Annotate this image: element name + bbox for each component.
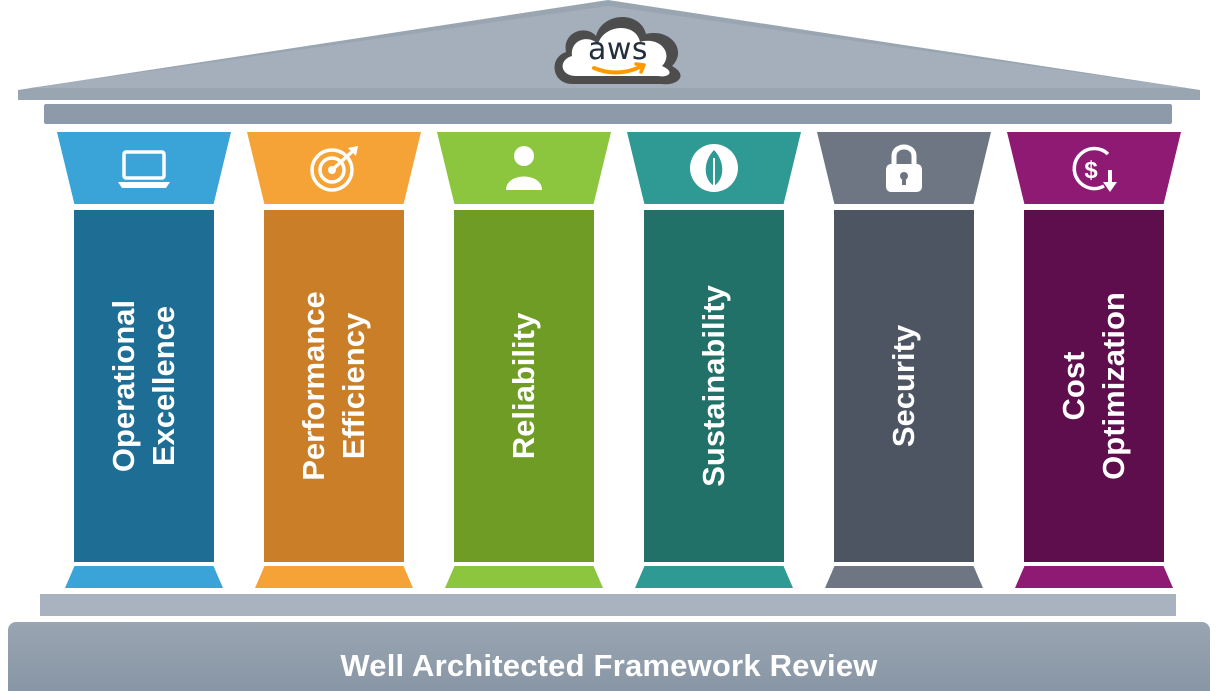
dollar-icon: $ bbox=[1064, 140, 1124, 196]
pillar-label-line: Excellence bbox=[146, 305, 182, 467]
foundation-step-lower: Well Architected Framework Review bbox=[8, 622, 1210, 691]
roof-beam bbox=[44, 104, 1172, 124]
pillar-capital bbox=[437, 132, 611, 204]
target-icon bbox=[304, 140, 364, 196]
pillar-capital bbox=[57, 132, 231, 204]
pillar-label-line: Sustainability bbox=[696, 285, 732, 487]
pillar-capital bbox=[627, 132, 801, 204]
pillar-base bbox=[255, 566, 413, 588]
pillar-security: Security bbox=[817, 0, 991, 600]
pillar-reliability: Reliability bbox=[437, 0, 611, 600]
framework-review-title: Well Architected Framework Review bbox=[340, 647, 878, 683]
pillar-base bbox=[635, 566, 793, 588]
pillar-capital: $ bbox=[1007, 132, 1181, 204]
pillar-shaft: Reliability bbox=[454, 210, 594, 562]
pillar-label-line: Operational bbox=[106, 299, 142, 473]
pillar-capital bbox=[247, 132, 421, 204]
pillar-label-line: Cost bbox=[1056, 351, 1091, 421]
pillar-label-line: Performance bbox=[296, 291, 331, 481]
pillar-label: Sustainability bbox=[694, 285, 734, 487]
pillar-capital bbox=[817, 132, 991, 204]
foundation-step-upper bbox=[40, 594, 1176, 616]
aws-logo-text: aws bbox=[587, 32, 649, 67]
pillar-label: Reliability bbox=[504, 313, 544, 459]
pillar-base bbox=[65, 566, 223, 588]
pillar-base bbox=[825, 566, 983, 588]
lock-icon bbox=[874, 140, 934, 196]
svg-text:$: $ bbox=[1084, 157, 1098, 184]
pillar-label-line: Security bbox=[886, 324, 921, 448]
laptop-icon bbox=[114, 140, 174, 196]
pillar-base bbox=[445, 566, 603, 588]
aws-logo: aws bbox=[544, 6, 692, 92]
pillar-label-line: Reliability bbox=[506, 312, 541, 460]
pillar-shaft: Security bbox=[834, 210, 974, 562]
pillar-sustainability: Sustainability bbox=[627, 0, 801, 600]
aws-cloud-logo-icon bbox=[554, 16, 681, 85]
pillar-label-line: Optimization bbox=[1096, 292, 1131, 480]
pillar-label-line: Efficiency bbox=[336, 312, 371, 460]
person-icon bbox=[494, 140, 554, 196]
pillar-base bbox=[1015, 566, 1173, 588]
pillar-shaft: Sustainability bbox=[644, 210, 784, 562]
leaf-icon bbox=[684, 140, 744, 196]
pillar-label: Security bbox=[884, 325, 924, 447]
